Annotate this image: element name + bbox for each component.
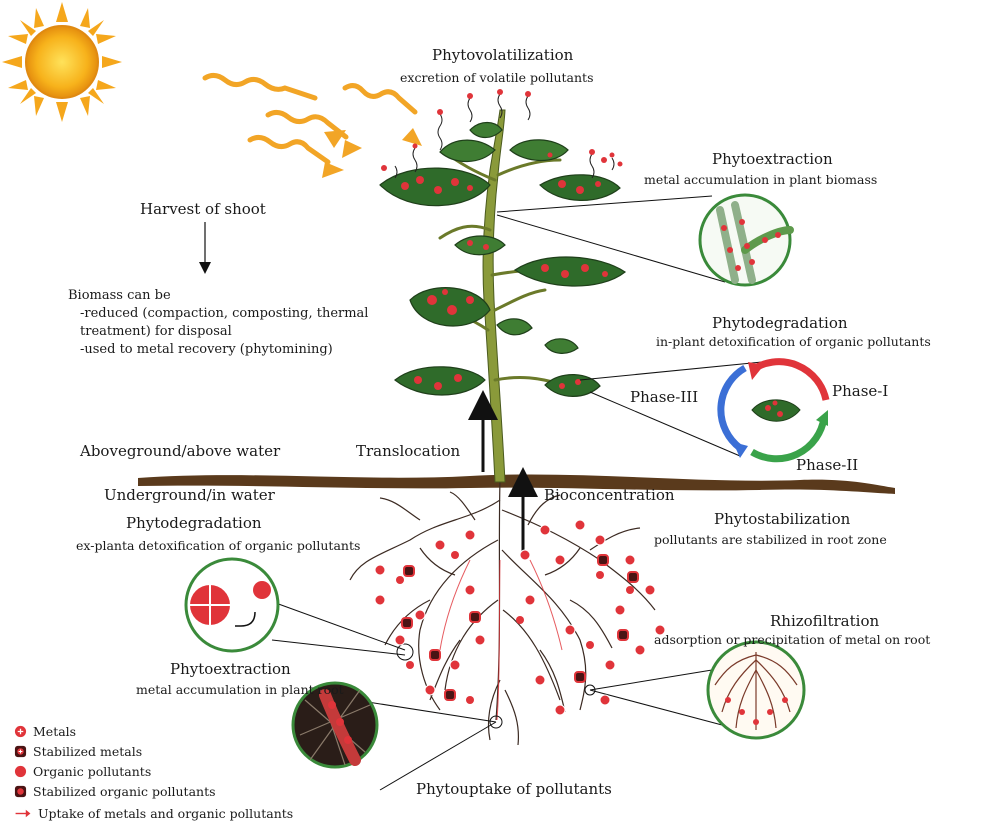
magnifier-rhizofiltration [708,642,804,738]
legend-item-metals: Metals [14,724,76,739]
aboveground-label: Aboveground/above water [80,442,280,460]
phytovolatilization-subtitle: excretion of volatile pollutants [400,70,593,85]
sun-icon [2,2,122,122]
phytodegradation-in-title: Phytodegradation [712,314,848,332]
biomass-line-4: -used to metal recovery (phytomining) [80,342,333,357]
rhizofiltration-subtitle: adsorption or precipitation of metal on … [654,632,930,647]
biomass-line-3: treatment) for disposal [80,324,232,339]
phytostabilization-title: Phytostabilization [714,510,850,528]
underground-label: Underground/in water [104,486,275,504]
phase-1-label: Phase-I [832,382,888,400]
legend-item-stabilized-organic: Stabilized organic pollutants [14,784,216,799]
phase-3-label: Phase-III [630,388,698,406]
phytoextraction-root-title: Phytoextraction [170,660,291,678]
legend-label: Stabilized organic pollutants [33,784,216,799]
phytoextraction-shoot-title: Phytoextraction [712,150,833,168]
stabilized-organic-icon [14,785,27,798]
magnifier-shoot-tissue [700,195,790,285]
bioconcentration-label: Bioconcentration [544,486,675,504]
legend-label: Uptake of metals and organic pollutants [38,806,293,821]
harvest-label: Harvest of shoot [140,200,266,218]
phytouptake-label: Phytouptake of pollutants [416,780,612,798]
sunlight-rays [205,75,415,162]
root-system [350,480,655,745]
legend-label: Metals [33,724,76,739]
phase-cycle [721,362,828,459]
volatile-emissions [395,94,614,178]
organic-pollutant-icon [14,765,27,778]
legend-item-uptake: Uptake of metals and organic pollutants [14,806,293,821]
phytoextraction-root-subtitle: metal accumulation in plant root [136,682,344,697]
phase-2-label: Phase-II [796,456,858,474]
uptake-traces [440,560,562,720]
legend-item-stabilized-metals: Stabilized metals [14,744,142,759]
rhizofiltration-title: Rhizofiltration [770,612,879,630]
legend-label: Stabilized metals [33,744,142,759]
phytodegradation-in-subtitle: in-plant detoxification of organic pollu… [656,334,931,349]
biomass-line-1: Biomass can be [68,288,171,303]
phytodegradation-ex-title: Phytodegradation [126,514,262,532]
magnifier-ex-planta [186,559,278,651]
phytostabilization-subtitle: pollutants are stabilized in root zone [654,532,887,547]
phytoextraction-shoot-subtitle: metal accumulation in plant biomass [644,172,877,187]
plant-stem [483,110,505,482]
stabilized-metal-icon [14,745,27,758]
soil-pollutants [375,520,665,715]
biomass-line-2: -reduced (compaction, composting, therma… [80,306,368,321]
legend-label: Organic pollutants [33,764,151,779]
uptake-arrow-icon [14,807,32,820]
phytodegradation-ex-subtitle: ex-planta detoxification of organic poll… [76,538,360,553]
metal-icon [14,725,27,738]
legend-item-organic-pollutants: Organic pollutants [14,764,151,779]
translocation-label: Translocation [356,442,460,460]
phytovolatilization-title: Phytovolatilization [432,46,573,64]
